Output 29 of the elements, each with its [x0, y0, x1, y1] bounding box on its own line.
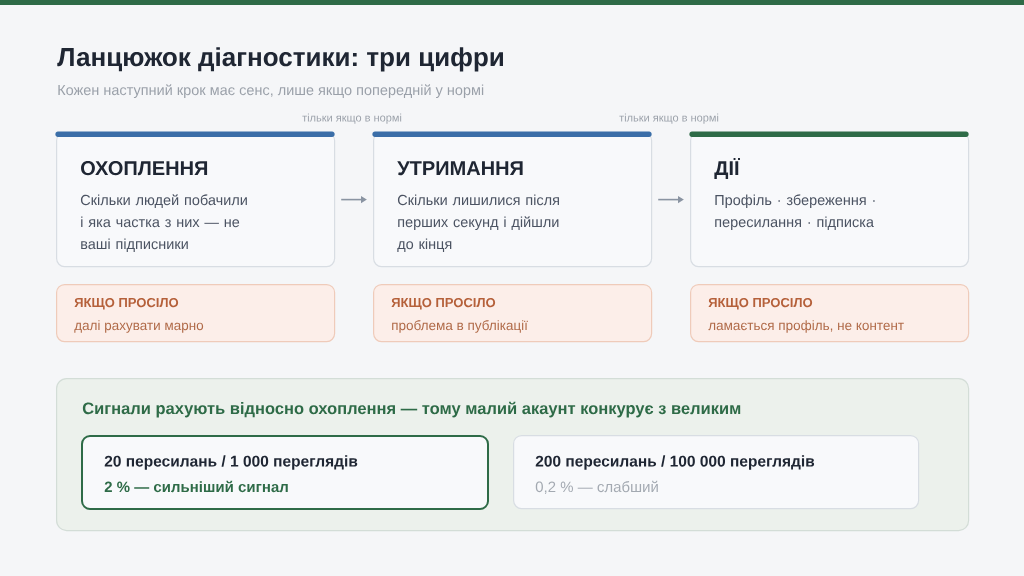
ratio-box [81, 435, 489, 510]
ratio-text: 200 пересилань / 100 000 переглядів [535, 455, 815, 470]
card-text: Скільки лишилися після перших секунд і дійшли до кінця [397, 194, 559, 252]
card [689, 131, 970, 268]
ratio-box [513, 435, 920, 510]
subtitle: Кожен наступний крок має сенс, лише якщо попередній у нормі [58, 84, 484, 98]
warning-heading: ЯКЩО ПРОСІЛО [708, 297, 813, 310]
warning-heading: ЯКЩО ПРОСІЛО [391, 297, 496, 310]
note-text: тільки якщо в нормі [302, 113, 402, 124]
warning-text: проблема в публікації [392, 320, 528, 333]
card [55, 131, 336, 268]
card-heading: ДІЇ [714, 157, 740, 179]
warning-box [373, 284, 653, 343]
result-text: 0,2 % — слабший [535, 480, 658, 494]
warning-text: ламається профіль, не контент [708, 320, 904, 333]
card-text: Скільки людей побачили і яка частка з них — не ваші підписники [80, 194, 247, 252]
title: Ланцюжок діагностики: три цифри [57, 47, 503, 72]
warning-text: далі рахувати марно [74, 320, 204, 333]
result-text: 2 % — сильніший сигнал [104, 480, 288, 493]
ratio-text: 20 пересилань / 1 000 переглядів [104, 455, 358, 470]
warning-box [56, 284, 336, 343]
card-heading: УТРИМАННЯ [397, 161, 523, 176]
note-text: тільки якщо в нормі [619, 113, 719, 124]
card [372, 131, 653, 268]
card-text: Профіль · збереження · пересилання · підписка [715, 194, 875, 230]
warning-heading: ЯКЩО ПРОСІЛО [74, 297, 179, 310]
card-heading: ОХОПЛЕННЯ [81, 161, 208, 176]
panel-heading: Сигнали рахують відносно охоплення — тому малий акаунт конкурує з великим [82, 401, 741, 418]
warning-box [690, 284, 970, 343]
